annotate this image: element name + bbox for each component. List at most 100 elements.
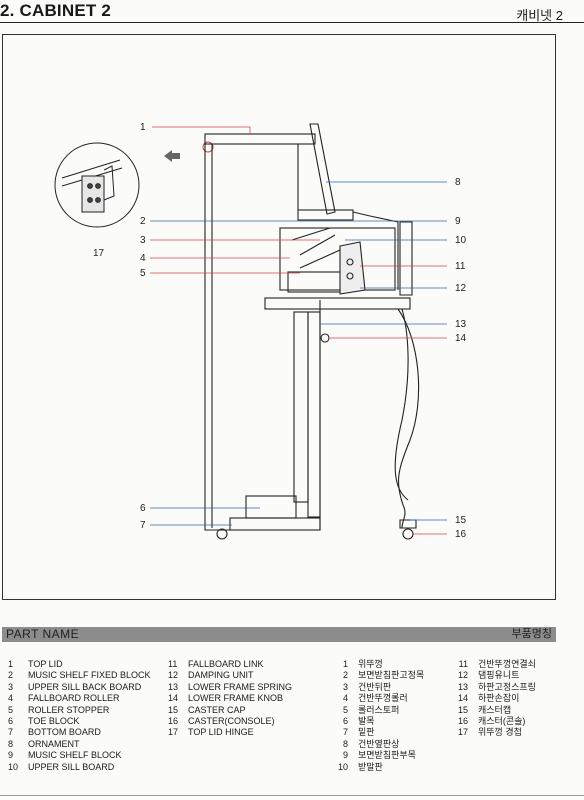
callout-14: 14 [455, 333, 467, 344]
part-number: 3 [342, 681, 348, 692]
callout-16: 16 [455, 529, 467, 540]
part-name: 위뚜껑 [358, 659, 383, 669]
callout-6: 6 [140, 503, 146, 514]
part-row: 1 위뚜껑 [333, 659, 424, 670]
callout-13: 13 [455, 319, 467, 330]
callout-4: 4 [140, 253, 146, 264]
part-number: 8 [342, 738, 348, 749]
part-name: 하판손잡이 [478, 693, 520, 704]
part-row: 13 LOWER FRAME SPRING [168, 682, 292, 693]
cabinet-outline [204, 123, 420, 540]
part-row: 2 보면받침판고정목 [333, 670, 424, 681]
part-row: 9 MUSIC SHELF BLOCK [8, 750, 151, 761]
part-name: ORNAMENT [28, 738, 80, 749]
part-name-title: PART NAME [6, 627, 80, 641]
part-name: 밑판 [358, 727, 375, 738]
part-number: 11 [168, 659, 178, 669]
part-name-header: PART NAME 부품명칭 [2, 627, 556, 642]
diagram-frame [2, 34, 556, 600]
part-name: 건반옆판상 [358, 738, 400, 749]
part-number: 14 [168, 693, 179, 704]
part-name: MUSIC SHELF FIXED BLOCK [28, 670, 151, 681]
callout-10: 10 [455, 235, 467, 246]
part-name: 받말판 [358, 761, 383, 772]
part-row: 14 하판손잡이 [453, 693, 536, 704]
part-number: 6 [8, 716, 14, 727]
part-number: 17 [168, 727, 179, 738]
part-name: 보면받침판고정목 [358, 670, 425, 681]
callout-8: 8 [455, 177, 461, 188]
part-number: 9 [8, 750, 14, 761]
part-name: 롤러스토퍼 [358, 704, 400, 715]
callout-12: 12 [455, 283, 467, 294]
part-number: 7 [8, 727, 14, 738]
part-number: 1 [342, 659, 348, 669]
part-name: LOWER FRAME SPRING [188, 681, 293, 692]
part-row: 5 ROLLER STOPPER [8, 705, 151, 716]
part-name: 위뚜껑 경첩 [478, 727, 522, 738]
part-name: TOE BLOCK [28, 716, 80, 727]
part-number: 2 [342, 670, 348, 681]
part-name: CASTER(CONSOLE) [188, 716, 275, 727]
part-name: 캐스터캡 [478, 704, 512, 715]
part-number: 13 [168, 681, 179, 692]
part-number: 12 [457, 670, 468, 681]
part-row: 17 TOP LID HINGE [168, 727, 292, 738]
cabinet-diagram: 1 2 3 4 5 6 7 8 9 10 11 12 13 14 15 16 1… [54, 122, 467, 540]
part-name: FALLBOARD LINK [188, 659, 264, 669]
part-number: 13 [457, 681, 468, 692]
part-name: UPPER SILL BOARD [28, 761, 115, 772]
part-name: 건반뚜껑연결쇠 [478, 659, 536, 669]
part-name: TOP LID HINGE [188, 727, 254, 738]
part-name: ROLLER STOPPER [28, 704, 110, 715]
part-name: UPPER SILL BACK BOARD [28, 681, 142, 692]
part-name: 건반뚜껑롤러 [358, 693, 408, 704]
part-number: 14 [457, 693, 468, 704]
callout-3: 3 [140, 235, 146, 246]
part-name: MUSIC SHELF BLOCK [28, 750, 122, 761]
part-row: 6 TOE BLOCK [8, 716, 151, 727]
part-name: 하판고정스프링 [478, 681, 536, 692]
part-row: 11 FALLBOARD LINK [168, 659, 292, 670]
part-number: 12 [168, 670, 179, 681]
part-row: 8 건반옆판상 [333, 739, 424, 750]
callout-17: 17 [93, 248, 105, 259]
part-number: 11 [458, 659, 468, 669]
part-name: 발목 [358, 716, 375, 727]
part-number: 16 [457, 716, 468, 727]
callout-15: 15 [455, 515, 467, 526]
part-name: BOTTOM BOARD [28, 727, 101, 738]
leader-lines [150, 126, 447, 535]
footer-divider [0, 795, 584, 796]
part-row: 11 건반뚜껑연결쇠 [453, 659, 536, 670]
part-number: 15 [457, 704, 468, 715]
part-row: 13 하판고정스프링 [453, 682, 536, 693]
part-number: 5 [8, 704, 14, 715]
callout-11: 11 [455, 261, 466, 272]
part-row: 17 위뚜껑 경첩 [453, 727, 536, 738]
page-title: 2. CABINET 2 [0, 1, 112, 20]
part-number: 17 [457, 727, 468, 738]
callout-5: 5 [140, 268, 146, 279]
part-row: 7 BOTTOM BOARD [8, 727, 151, 738]
part-number: 4 [8, 693, 14, 704]
